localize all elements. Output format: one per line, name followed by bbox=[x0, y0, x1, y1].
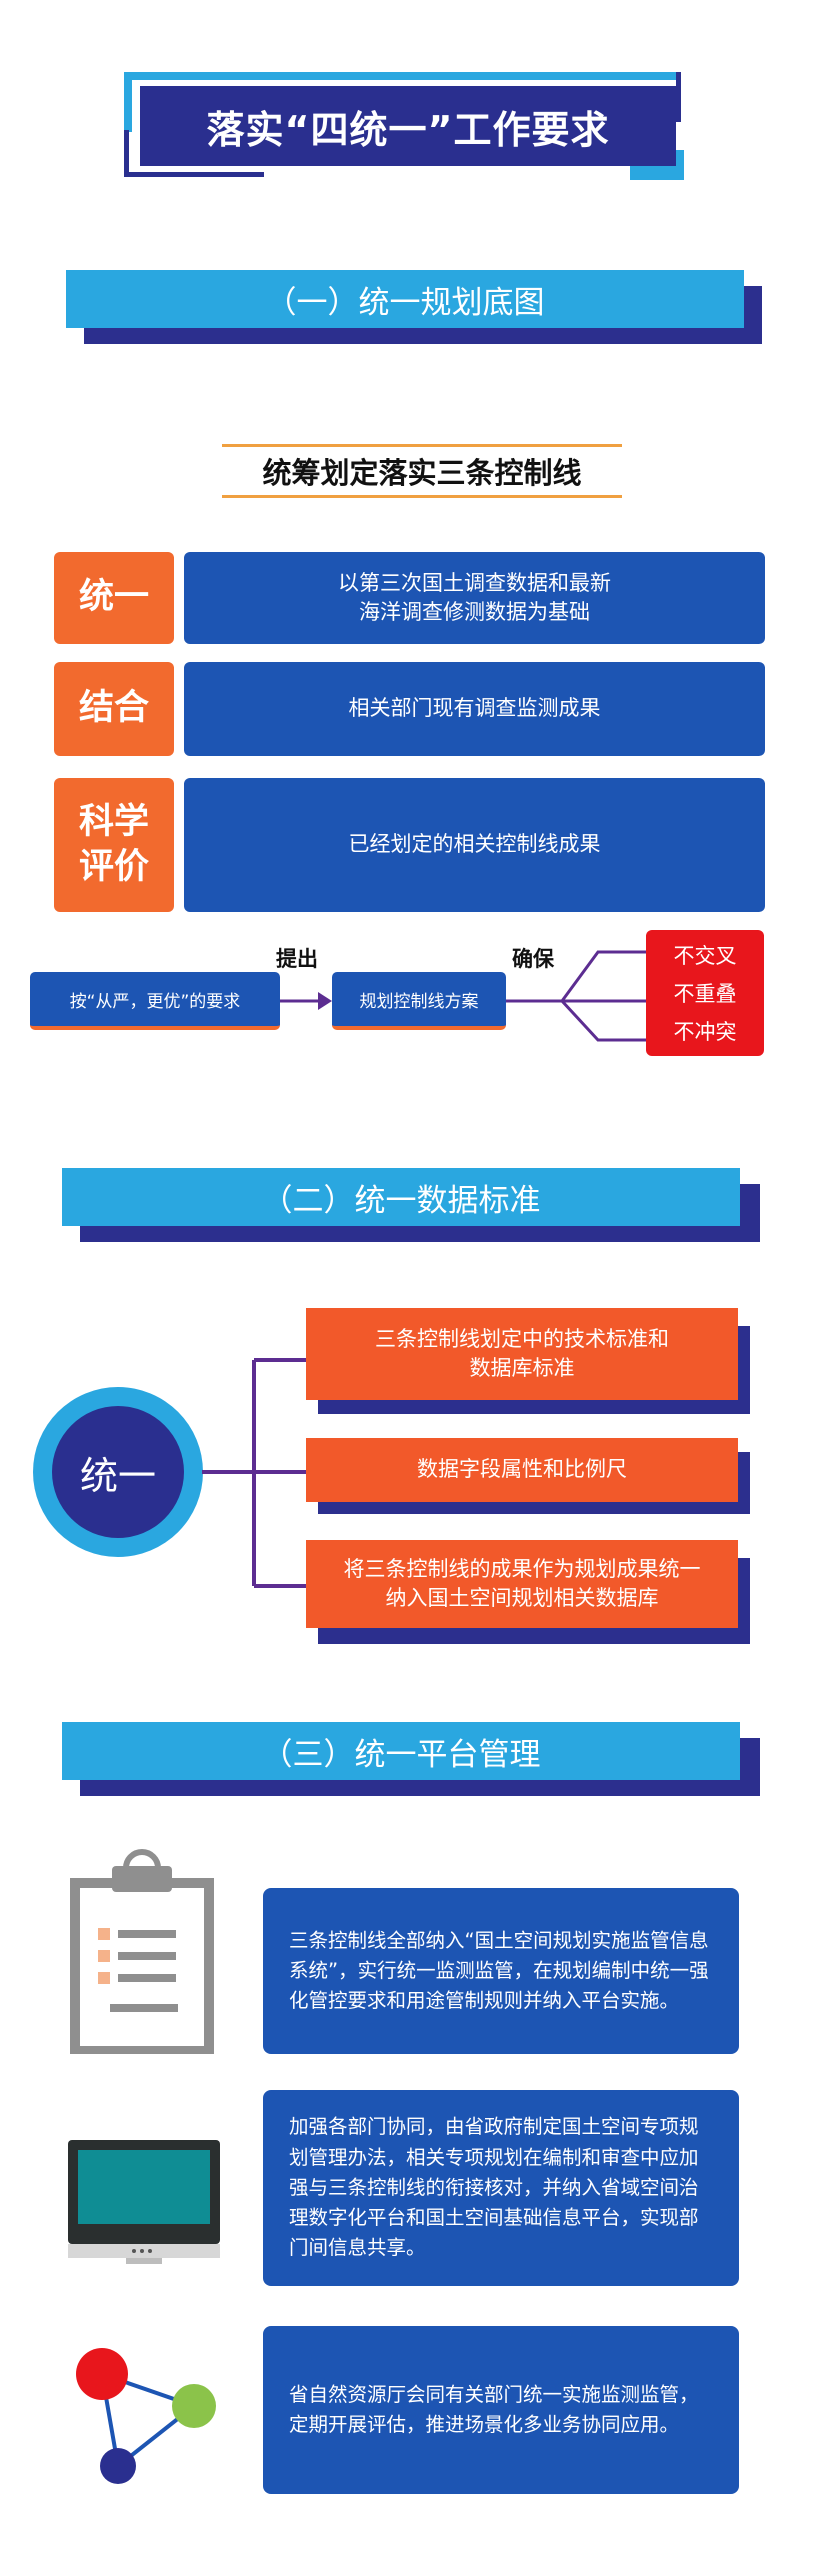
flow-arrows bbox=[280, 950, 646, 1042]
row-tag-3: 科学评价 bbox=[54, 778, 174, 912]
result-2: 不重叠 bbox=[673, 982, 737, 1006]
flow-label-ensure: 确保 bbox=[512, 947, 554, 971]
flow-label-propose: 提出 bbox=[276, 947, 318, 971]
clipboard-icon bbox=[70, 1849, 214, 2054]
section2-heading: （二）统一数据标准 bbox=[62, 1168, 740, 1226]
section1-subtitle: 统筹划定落实三条控制线 bbox=[222, 444, 622, 498]
hub-graphic bbox=[33, 1358, 306, 1588]
monitor-icon bbox=[68, 2140, 220, 2264]
section1-heading: （一）统一规划底图 bbox=[66, 270, 744, 328]
platform-item-1: 三条控制线全部纳入“国土空间规划实施监管信息系统”，实行统一监测监管，在规划编制… bbox=[263, 1888, 739, 2054]
flow-results: 不交叉 不重叠 不冲突 bbox=[646, 930, 764, 1056]
result-1: 不交叉 bbox=[673, 944, 737, 968]
row-tag-2: 结合 bbox=[54, 662, 174, 756]
row-text-3: 已经划定的相关控制线成果 bbox=[184, 778, 765, 912]
standard-item-1: 三条控制线划定中的技术标准和数据库标准 bbox=[306, 1308, 738, 1400]
platform-item-2: 加强各部门协同，由省政府制定国土空间专项规划管理办法，相关专项规划在编制和审查中… bbox=[263, 2090, 739, 2286]
row-text-1: 以第三次国土调查数据和最新海洋调查修测数据为基础 bbox=[184, 552, 765, 644]
network-icon bbox=[76, 2348, 216, 2484]
result-3: 不冲突 bbox=[673, 1020, 737, 1044]
hub-label: 统一 bbox=[79, 1453, 156, 1498]
section3-heading: （三）统一平台管理 bbox=[62, 1722, 740, 1780]
platform-item-3: 省自然资源厅会同有关部门统一实施监测监管，定期开展评估，推进场景化多业务协同应用… bbox=[263, 2326, 739, 2494]
flow-start: 按“从严，更优”的要求 bbox=[30, 972, 280, 1030]
row-text-2: 相关部门现有调查监测成果 bbox=[184, 662, 765, 756]
page-title: 落实“四统一”工作要求 bbox=[140, 86, 676, 166]
standard-item-2: 数据字段属性和比例尺 bbox=[306, 1438, 738, 1502]
row-tag-1: 统一 bbox=[54, 552, 174, 644]
flow-middle: 规划控制线方案 bbox=[332, 972, 506, 1030]
standard-item-3: 将三条控制线的成果作为规划成果统一纳入国土空间规划相关数据库 bbox=[306, 1540, 738, 1628]
